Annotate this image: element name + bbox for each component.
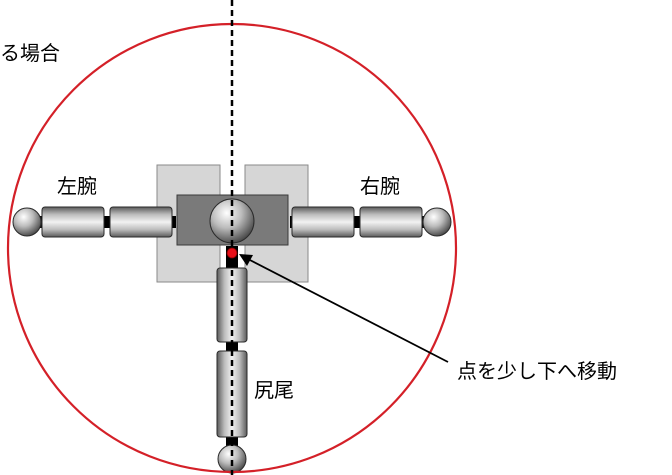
- right-arm-label: 右腕: [360, 174, 400, 198]
- right-arm: [290, 206, 452, 238]
- left-arm-segment-inner: [109, 206, 173, 238]
- left-arm-segment-outer: [41, 206, 105, 238]
- callout-arrow-line: [245, 257, 449, 363]
- right-arm-segment-inner: [291, 206, 355, 238]
- pivot-point: [226, 247, 238, 259]
- left-arm-end-ball: [12, 207, 42, 237]
- callout-label: 点を少し下へ移動: [457, 359, 617, 383]
- right-arm-segment-outer: [359, 206, 423, 238]
- left-arm-label: 左腕: [57, 174, 97, 198]
- title-fragment: る場合: [0, 41, 60, 65]
- tail-end-ball: [217, 444, 247, 474]
- left-arm: [12, 206, 176, 238]
- right-arm-end-ball: [422, 207, 452, 237]
- callout-arrowhead: [239, 254, 253, 266]
- tail-label: 尻尾: [254, 378, 294, 402]
